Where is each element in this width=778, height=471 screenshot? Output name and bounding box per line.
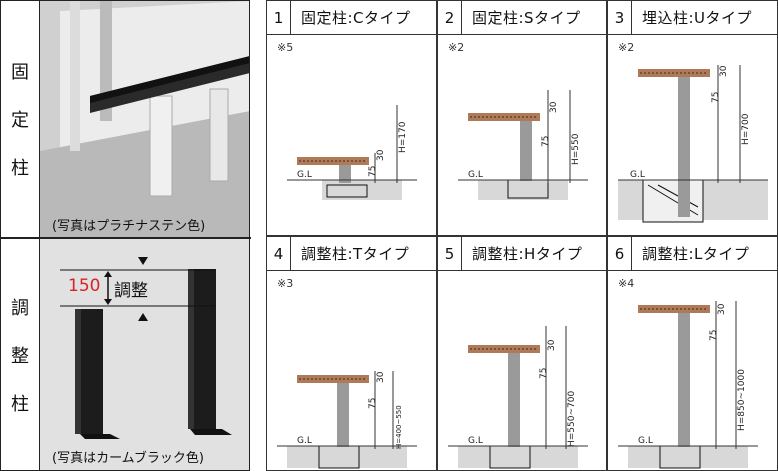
dim-top-label: 30	[376, 371, 386, 383]
cell-number: 5	[438, 237, 462, 270]
cell-t-type: 4 調整柱:Tタイプ ※3 G.L 30 75 H=400~550	[266, 236, 437, 471]
cell-header: 5 調整柱:Hタイプ	[438, 237, 606, 271]
gl-label: G.L	[468, 170, 483, 180]
fixed-post-photo: (写真はプラチナステン色)	[39, 1, 249, 237]
cell-title: 固定柱:Sタイプ	[472, 9, 581, 27]
dim-mid-label: 75	[709, 330, 719, 341]
cell-title: 調整柱:Lタイプ	[642, 245, 750, 263]
dim-mid-label: 75	[711, 92, 721, 103]
post-type-grid: 1 固定柱:Cタイプ ※5 G.L 30 75 H=170 2 固定柱:Sタイプ…	[266, 0, 778, 471]
cell-number: 1	[267, 1, 291, 34]
adjust-post-illustration	[60, 257, 232, 439]
cell-header: 1 固定柱:Cタイプ	[267, 1, 436, 35]
cell-number: 2	[438, 1, 462, 34]
left-panel: 固 定 柱 (写真はプラチナステン色) 調 整 柱	[0, 0, 251, 471]
dim-mid-label: 75	[539, 368, 549, 379]
fixed-label-char-1: 固	[11, 62, 29, 83]
s-type-diagram: G.L 30 75 H=550	[458, 90, 588, 200]
fixed-post-label: 固 定 柱	[1, 1, 39, 237]
dim-h-label: H=700	[741, 113, 751, 145]
c-type-diagram: G.L 30 75 H=170	[287, 105, 417, 200]
fixed-label-char-2: 定	[11, 110, 29, 131]
dim-h-label: H=400~550	[395, 405, 403, 449]
cell-title: 調整柱:Tタイプ	[301, 245, 410, 263]
dim-top-label: 30	[719, 65, 729, 77]
cell-title: 埋込柱:Uタイプ	[642, 9, 753, 27]
h-type-diagram: G.L 30 75 H=550~700	[448, 326, 588, 469]
cell-u-type: 3 埋込柱:Uタイプ ※2 G.L 30 75 H=700	[607, 0, 778, 236]
gl-label: G.L	[630, 170, 645, 180]
dim-h-label: H=550	[571, 133, 581, 165]
cell-l-type: 6 調整柱:Lタイプ ※4 G.L 30 75 H=850~1000	[607, 236, 778, 471]
fixed-photo-caption: (写真はプラチナステン色)	[52, 219, 206, 234]
cell-header: 3 埋込柱:Uタイプ	[608, 1, 777, 35]
cell-note: ※2	[618, 41, 635, 54]
cell-title: 調整柱:Hタイプ	[472, 245, 583, 263]
gl-label: G.L	[638, 436, 653, 446]
cell-note: ※5	[277, 41, 294, 54]
cell-note: ※3	[277, 277, 294, 290]
deck-photo-illustration	[40, 1, 249, 237]
cell-h-type: 5 調整柱:Hタイプ G.L 30 75 H=550~700	[437, 236, 607, 471]
cell-header: 4 調整柱:Tタイプ	[267, 237, 436, 271]
adjust-range-value: 150	[68, 276, 101, 296]
divider	[1, 237, 251, 239]
adjust-photo-caption: (写真はカームブラック色)	[52, 451, 204, 466]
u-type-diagram: G.L 30 75 H=700	[618, 65, 768, 223]
adjust-label-char-2: 整	[11, 345, 29, 367]
dim-mid-label: 75	[541, 136, 551, 147]
cell-note: ※2	[448, 41, 465, 54]
dim-h-label: H=550~700	[567, 391, 577, 447]
cell-number: 3	[608, 1, 632, 34]
gl-label: G.L	[297, 436, 312, 446]
dim-h-label: H=850~1000	[737, 369, 747, 431]
dim-top-label: 30	[547, 339, 557, 351]
cell-c-type: 1 固定柱:Cタイプ ※5 G.L 30 75 H=170	[266, 0, 437, 236]
adjust-post-photo: 150 調整 (写真はカームブラック色)	[39, 239, 249, 470]
dim-top-label: 30	[376, 149, 386, 161]
dim-mid-label: 75	[368, 398, 378, 409]
adjust-label-char-1: 調	[11, 297, 29, 319]
cell-title: 固定柱:Cタイプ	[301, 9, 411, 27]
gl-label: G.L	[468, 436, 483, 446]
cell-s-type: 2 固定柱:Sタイプ ※2 G.L 30 75 H=550	[437, 0, 607, 236]
adjust-label-char-3: 柱	[11, 393, 29, 415]
t-type-diagram: G.L 30 75 H=400~550	[277, 371, 417, 469]
cell-number: 6	[608, 237, 632, 270]
fixed-label-char-3: 柱	[11, 158, 29, 179]
l-type-diagram: G.L 30 75 H=850~1000	[618, 301, 758, 469]
cell-header: 6 調整柱:Lタイプ	[608, 237, 777, 271]
adjust-post-label: 調 整 柱	[1, 239, 39, 470]
cell-header: 2 固定柱:Sタイプ	[438, 1, 606, 35]
gl-label: G.L	[297, 170, 312, 180]
dim-top-label: 30	[549, 101, 559, 113]
adjust-range-label: 調整	[114, 281, 148, 301]
cell-number: 4	[267, 237, 291, 270]
dim-top-label: 30	[717, 303, 727, 315]
dim-h-label: H=170	[398, 121, 408, 153]
dim-mid-label: 75	[368, 166, 378, 177]
cell-note: ※4	[618, 277, 635, 290]
